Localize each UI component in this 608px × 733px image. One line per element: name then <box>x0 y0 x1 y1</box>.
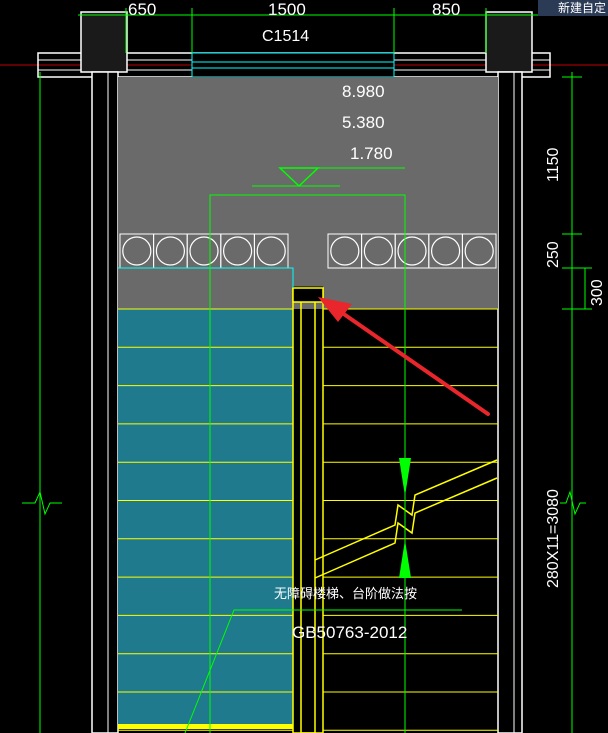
tile-circle <box>122 236 152 266</box>
tile-circle <box>155 236 185 266</box>
step-lines <box>118 308 498 731</box>
elevation-triangle <box>278 167 320 188</box>
elevation-label: 1.780 <box>350 144 393 163</box>
tile-circle <box>256 236 286 266</box>
annotation-leader <box>184 609 462 733</box>
arrow-down-icon <box>399 458 411 496</box>
dim-text-steps: 280X11=3080 <box>545 489 562 588</box>
tile-circle <box>189 236 219 266</box>
tile-circle <box>464 236 494 266</box>
rail-top <box>292 287 324 303</box>
handrail-inner <box>300 295 316 733</box>
wall-left <box>91 71 119 733</box>
window-c1514[interactable] <box>191 52 395 78</box>
tile-circle <box>431 236 461 266</box>
wall-right <box>497 71 523 733</box>
bottom-edge <box>118 724 293 729</box>
dim-text-1150: 1150 <box>545 147 562 182</box>
tile-circle <box>397 236 427 266</box>
arrow-up-icon <box>399 540 411 578</box>
column-right <box>485 11 533 73</box>
dim-text-850: 850 <box>432 0 460 19</box>
red-pointer-shaft <box>336 308 490 416</box>
elevation-label: 5.380 <box>342 113 385 132</box>
window-label: C1514 <box>262 28 309 45</box>
elevation-label: 8.980 <box>342 82 385 101</box>
column-left <box>80 11 128 73</box>
tile-circle <box>363 236 393 266</box>
dim-break-left <box>22 490 62 516</box>
cyan-edge <box>118 267 294 288</box>
dim-text-1500: 1500 <box>268 0 306 19</box>
tile-circle <box>330 236 360 266</box>
standard-text: GB50763-2012 <box>292 623 407 642</box>
tile-circle <box>223 236 253 266</box>
handrail-outer <box>292 287 324 733</box>
tile-row-right <box>327 233 497 269</box>
landing-slab <box>118 77 498 309</box>
stair-flight-left <box>118 309 293 725</box>
dim-text-300: 300 <box>589 279 606 306</box>
dim-break-right <box>560 490 586 516</box>
tile-box <box>461 233 497 269</box>
annotation-text: 无障碍楼梯、台阶做法按 <box>274 587 417 602</box>
new-custom-tab[interactable]: 新建自定 <box>538 0 608 16</box>
dim-text-650: 650 <box>128 0 156 19</box>
red-pointer-arrowhead <box>318 297 352 322</box>
dim-text-250: 250 <box>545 241 562 268</box>
